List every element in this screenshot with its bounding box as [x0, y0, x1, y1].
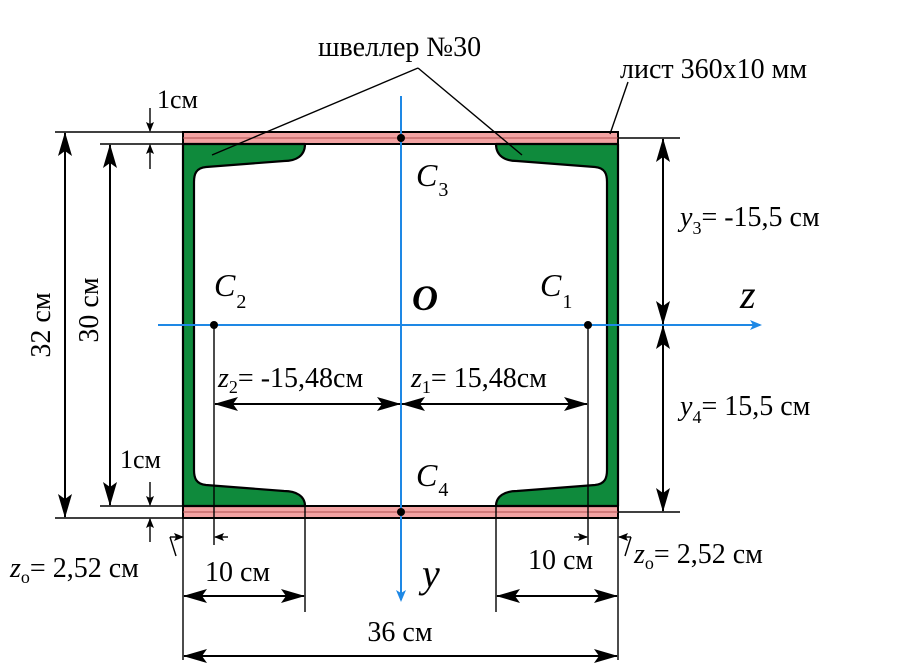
dim-z0-right — [574, 518, 632, 660]
height-32-label: 32 см — [26, 292, 57, 357]
c-vertical-lines — [213, 325, 589, 545]
z-axis-label: z — [739, 272, 756, 317]
y4-label: y4= 15,5 см — [677, 391, 811, 427]
z1-label: z1= 15,48см — [410, 363, 547, 397]
dim-z0-left — [169, 518, 228, 660]
z2-label: z2= -15,48см — [217, 363, 363, 397]
right-channel — [494, 142, 620, 508]
z0-right-label: zo= 2,52 см — [633, 539, 763, 573]
extension-lines-left — [55, 131, 183, 519]
channel-label: швеллер №30 — [318, 32, 481, 63]
point-c3 — [397, 134, 405, 142]
point-c4 — [397, 508, 405, 516]
width-36-label: 36 см — [367, 617, 432, 648]
left-channel — [181, 142, 307, 508]
y3-label: y3= -15,5 см — [677, 202, 820, 238]
c3-label: C3 — [416, 157, 448, 201]
c1-label: C1 — [540, 267, 572, 313]
origin-label: O — [412, 278, 438, 318]
c2-label: C2 — [214, 267, 246, 313]
height-30-label: 30 см — [74, 277, 105, 342]
z0-left-label: zo= 2,52 см — [9, 553, 139, 587]
channel-leaders — [211, 67, 523, 156]
sheet-label: лист 360x10 мм — [620, 54, 807, 85]
sheet-leader — [609, 81, 629, 135]
top-thickness-label: 1см — [157, 85, 198, 114]
bottom-thickness-label: 1см — [120, 445, 161, 474]
flange-right-label: 10 см — [528, 545, 593, 576]
flange-left-label: 10 см — [205, 557, 270, 588]
c4-label: C4 — [416, 457, 448, 501]
y-axis-label: y — [418, 551, 440, 596]
